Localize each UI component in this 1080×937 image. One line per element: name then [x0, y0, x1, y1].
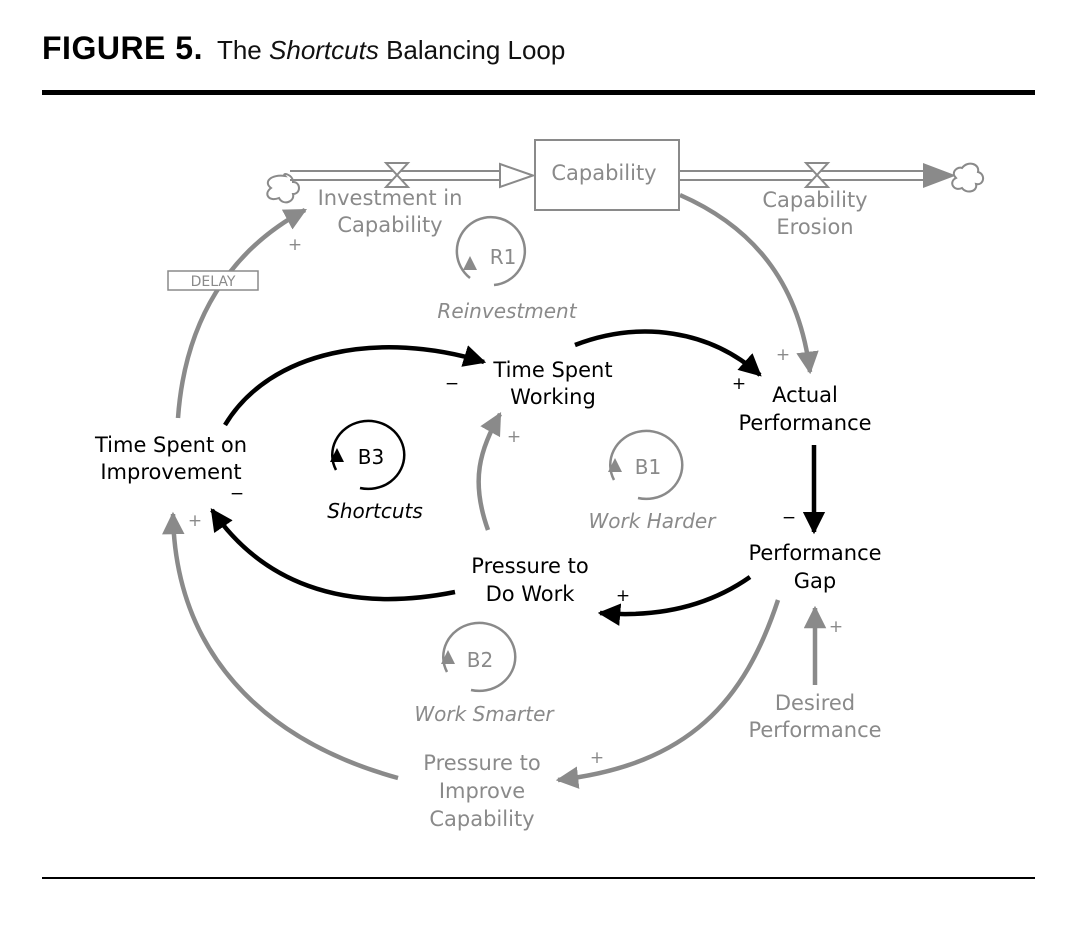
stock-flow-structure: Capability	[266, 139, 984, 211]
loop-b3-arrow-icon	[330, 448, 344, 462]
link-gap-to-pressure-work	[597, 575, 752, 626]
investment-label-line1: Investment in	[318, 186, 463, 210]
erosion-label-line2: Erosion	[776, 215, 853, 239]
link-pressure-work-to-time-working	[476, 412, 502, 531]
sign-working-minus: −	[445, 374, 459, 394]
time-improve-line2: Improvement	[100, 460, 241, 484]
investment-label-line2: Capability	[337, 213, 442, 237]
pressure-improve-line1: Pressure to	[423, 751, 540, 775]
loop-r1: R1 Reinvestment	[437, 215, 578, 323]
top-rule	[42, 90, 1035, 95]
inflow-valve-icon	[383, 162, 411, 188]
sign-invest-plus: +	[288, 235, 302, 255]
delay-label: DELAY	[191, 274, 236, 290]
loop-b3-id: B3	[358, 445, 384, 469]
link-time-working-to-actual	[574, 329, 762, 377]
caption-prefix: The	[216, 35, 262, 65]
loop-b1-arrow-icon	[608, 458, 622, 472]
sign-gap-minus: −	[782, 508, 796, 528]
link-improvement-to-investment	[175, 208, 307, 419]
perf-gap-line1: Performance	[748, 541, 881, 565]
pressure-improve-line2: Improve	[439, 779, 525, 803]
erosion-label-line1: Capability	[762, 188, 867, 212]
bottom-rule	[42, 877, 1035, 879]
actual-perf-line2: Performance	[738, 411, 871, 435]
pressure-work-line1: Pressure to	[471, 554, 588, 578]
figure-label: FIGURE 5.	[42, 30, 203, 66]
loop-b2-arrow-icon	[441, 650, 455, 664]
sign-pressure-work-plus: +	[616, 586, 630, 606]
pressure-improve-line3: Capability	[429, 807, 534, 831]
sign-gap-plus-grey: +	[829, 617, 843, 637]
figure-caption: The Shortcuts Balancing Loop	[217, 35, 565, 65]
sign-improve-plus-grey: +	[188, 511, 202, 531]
figure-title: FIGURE 5. The Shortcuts Balancing Loop	[42, 30, 565, 67]
source-cloud-icon	[266, 173, 300, 204]
loop-r1-name: Reinvestment	[437, 299, 577, 323]
caption-italic: Shortcuts	[269, 35, 379, 65]
actual-perf-line1: Actual	[772, 383, 838, 407]
link-pressure-improve-to-improvement	[162, 511, 399, 781]
outflow-valve-icon	[803, 162, 831, 188]
perf-gap-line2: Gap	[794, 569, 836, 593]
outflow-arrowhead	[923, 163, 956, 188]
loop-b2-id: B2	[467, 648, 493, 672]
pressure-work-line2: Do Work	[486, 582, 576, 606]
time-working-line1: Time Spent	[492, 358, 612, 382]
loop-r1-id: R1	[490, 245, 517, 269]
loop-b2-name: Work Smarter	[414, 702, 555, 726]
delay-box	[167, 270, 259, 291]
capability-stock-label: Capability	[551, 161, 656, 185]
link-gap-to-pressure-improve	[555, 599, 781, 789]
black-links	[210, 329, 826, 626]
grey-links	[162, 192, 827, 789]
loop-r1-arrow-icon	[463, 256, 477, 270]
sign-actual-plus-black: +	[732, 374, 746, 394]
sign-actual-plus-grey: +	[776, 345, 790, 365]
sign-improve-minus: −	[230, 484, 244, 504]
sink-cloud-icon	[951, 162, 984, 193]
link-improvement-to-time-working	[223, 345, 487, 427]
sign-pressure-improve-plus: +	[590, 748, 604, 768]
time-improve-line1: Time Spent on	[94, 433, 247, 457]
capability-stock	[534, 139, 680, 211]
link-pressure-work-to-improvement	[210, 508, 456, 602]
loop-b3-icon	[331, 419, 406, 491]
inflow-arrowhead	[499, 162, 537, 189]
loop-r1-icon	[455, 215, 527, 287]
desired-line2: Performance	[748, 718, 881, 742]
time-working-line2: Working	[510, 385, 596, 409]
sign-working-plus-grey: +	[507, 427, 521, 447]
loop-b2-icon	[442, 621, 517, 693]
loop-b1-icon	[609, 429, 684, 501]
loop-b3-name: Shortcuts	[327, 499, 423, 523]
link-capability-to-actual-performance	[679, 192, 819, 375]
loop-b1: B1 Work Harder	[589, 429, 718, 533]
loop-b1-name: Work Harder	[589, 509, 718, 533]
loop-b2: B2 Work Smarter	[414, 621, 555, 726]
desired-line1: Desired	[775, 691, 855, 715]
caption-suffix: Balancing Loop	[386, 35, 566, 65]
loop-b3: B3 Shortcuts	[327, 419, 423, 523]
loop-b1-id: B1	[635, 455, 661, 479]
